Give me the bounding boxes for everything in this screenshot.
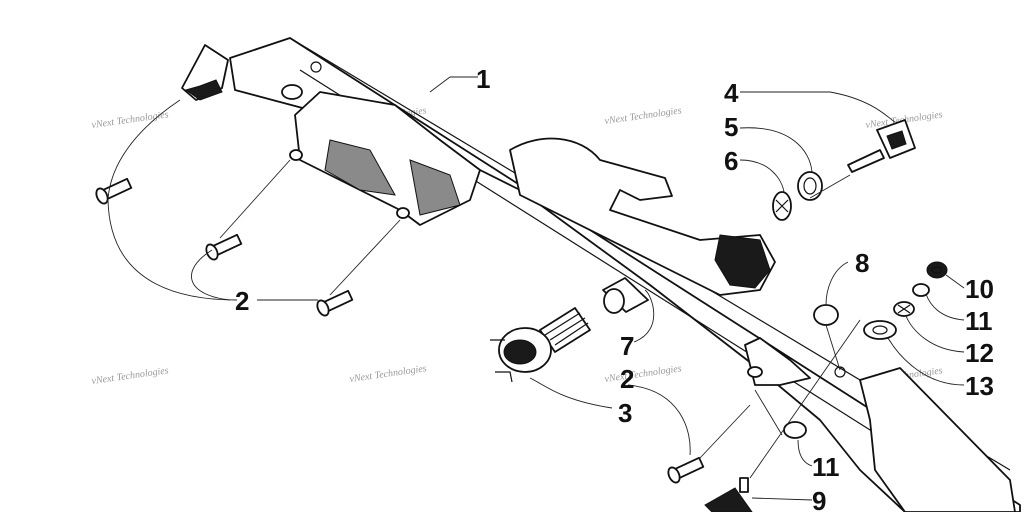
callout-10: 10 bbox=[965, 274, 994, 304]
leader-lines bbox=[107, 76, 965, 501]
ignition-switch bbox=[490, 307, 591, 383]
callout-8: 8 bbox=[855, 248, 869, 278]
callout-6: 6 bbox=[724, 146, 738, 176]
washer-11-lower bbox=[783, 421, 807, 439]
watermark-3: vNext Technologies bbox=[604, 105, 683, 127]
bushing bbox=[602, 277, 649, 314]
callout-7: 7 bbox=[620, 331, 634, 361]
key-nut bbox=[797, 171, 823, 201]
callout-12: 12 bbox=[965, 338, 994, 368]
screw-left bbox=[95, 177, 133, 205]
watermark-6: vNext Technologies bbox=[349, 363, 428, 385]
watermark-5: vNext Technologies bbox=[91, 365, 170, 387]
watermark-7: vNext Technologies bbox=[604, 363, 683, 385]
callout-5: 5 bbox=[724, 112, 738, 142]
callout-9: 9 bbox=[812, 486, 826, 512]
callout-labels: 1 2 2 3 4 5 6 7 8 9 10 11 11 12 13 bbox=[235, 64, 994, 512]
ignition-key bbox=[847, 119, 916, 173]
washer-11-upper bbox=[912, 283, 930, 297]
washer-12 bbox=[893, 301, 915, 317]
callout-3: 3 bbox=[618, 398, 632, 428]
callout-13: 13 bbox=[965, 371, 994, 401]
callout-2-left: 2 bbox=[235, 286, 249, 316]
callout-4: 4 bbox=[724, 78, 739, 108]
screw-lower bbox=[667, 456, 705, 484]
callout-1: 1 bbox=[476, 64, 490, 94]
watermark-1: vNext Technologies bbox=[91, 109, 170, 131]
screw-right bbox=[316, 289, 354, 317]
switch-9 bbox=[704, 477, 753, 512]
plug bbox=[813, 304, 839, 326]
callout-11-lower: 11 bbox=[812, 452, 840, 482]
handlebar-console-part bbox=[181, 37, 1021, 512]
key-washer bbox=[772, 191, 792, 221]
washer-13 bbox=[863, 320, 897, 340]
nut-10 bbox=[926, 261, 948, 279]
screw-middle bbox=[205, 233, 243, 261]
callout-11-upper: 11 bbox=[965, 306, 993, 336]
callout-2-right: 2 bbox=[620, 364, 634, 394]
